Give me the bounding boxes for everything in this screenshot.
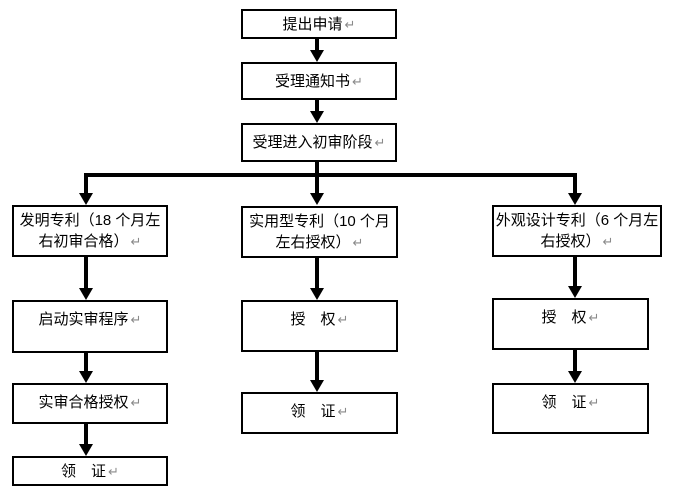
node-label: 实用型专利（10 个月 (249, 213, 390, 230)
node-utility-model-patent: 实用型专利（10 个月 左右授权）↵ (241, 206, 398, 258)
arrowhead-down-icon (568, 193, 582, 205)
node-label: 右授权）↵ (540, 233, 614, 250)
node-label: 领 证↵ (541, 394, 600, 411)
arrowhead-down-icon (310, 111, 324, 123)
arrowhead-down-icon (310, 380, 324, 392)
node-label: 授 权↵ (541, 309, 600, 326)
node-label: 受理通知书↵ (275, 72, 363, 90)
node-design-grant: 授 权↵ (492, 298, 649, 350)
node-label: 启动实审程序↵ (38, 311, 142, 328)
arrowhead-down-icon (79, 444, 93, 456)
node-preliminary-exam-stage: 受理进入初审阶段↵ (241, 123, 397, 162)
node-submit-application: 提出申请↵ (241, 9, 397, 39)
arrowhead-down-icon (79, 193, 93, 205)
return-mark-icon: ↵ (588, 310, 600, 325)
return-mark-icon: ↵ (130, 234, 142, 249)
node-label: 提出申请↵ (282, 15, 356, 33)
node-label: 授 权↵ (290, 311, 349, 328)
node-start-substantive-exam: 启动实审程序↵ (12, 300, 168, 353)
return-mark-icon: ↵ (602, 234, 614, 249)
node-design-patent: 外观设计专利（6 个月左 右授权）↵ (492, 205, 662, 257)
node-design-get-certificate: 领 证↵ (492, 383, 649, 434)
return-mark-icon: ↵ (337, 404, 349, 419)
node-substantive-exam-passed: 实审合格授权↵ (12, 383, 168, 424)
node-invention-patent: 发明专利（18 个月左 右初审合格）↵ (12, 205, 168, 257)
return-mark-icon: ↵ (108, 463, 119, 479)
node-label: 领 证↵ (290, 403, 349, 420)
node-utility-get-certificate: 领 证↵ (241, 392, 398, 434)
node-invention-get-certificate: 领 证↵ (12, 456, 168, 486)
return-mark-icon: ↵ (344, 16, 356, 32)
node-label: 受理进入初审阶段↵ (252, 134, 386, 151)
node-label: 右初审合格）↵ (38, 233, 142, 250)
return-mark-icon: ↵ (337, 312, 349, 327)
arrowhead-down-icon (568, 371, 582, 383)
node-label: 领 证↵ (61, 462, 119, 480)
node-utility-grant: 授 权↵ (241, 300, 398, 352)
node-label: 左右授权）↵ (275, 234, 364, 251)
return-mark-icon: ↵ (130, 312, 142, 327)
arrowhead-down-icon (568, 286, 582, 298)
node-label: 发明专利（18 个月左 (19, 212, 161, 229)
return-mark-icon: ↵ (374, 135, 386, 150)
arrowhead-down-icon (79, 371, 93, 383)
return-mark-icon: ↵ (352, 73, 363, 89)
return-mark-icon: ↵ (130, 395, 142, 410)
node-label: 外观设计专利（6 个月左 (495, 212, 659, 229)
return-mark-icon: ↵ (588, 395, 600, 410)
arrowhead-down-icon (310, 193, 324, 205)
node-label: 实审合格授权↵ (38, 394, 142, 411)
arrowhead-down-icon (310, 50, 324, 62)
arrowhead-down-icon (79, 288, 93, 300)
arrowhead-down-icon (310, 288, 324, 300)
node-acceptance-notice: 受理通知书↵ (241, 62, 397, 100)
return-mark-icon: ↵ (352, 235, 364, 250)
